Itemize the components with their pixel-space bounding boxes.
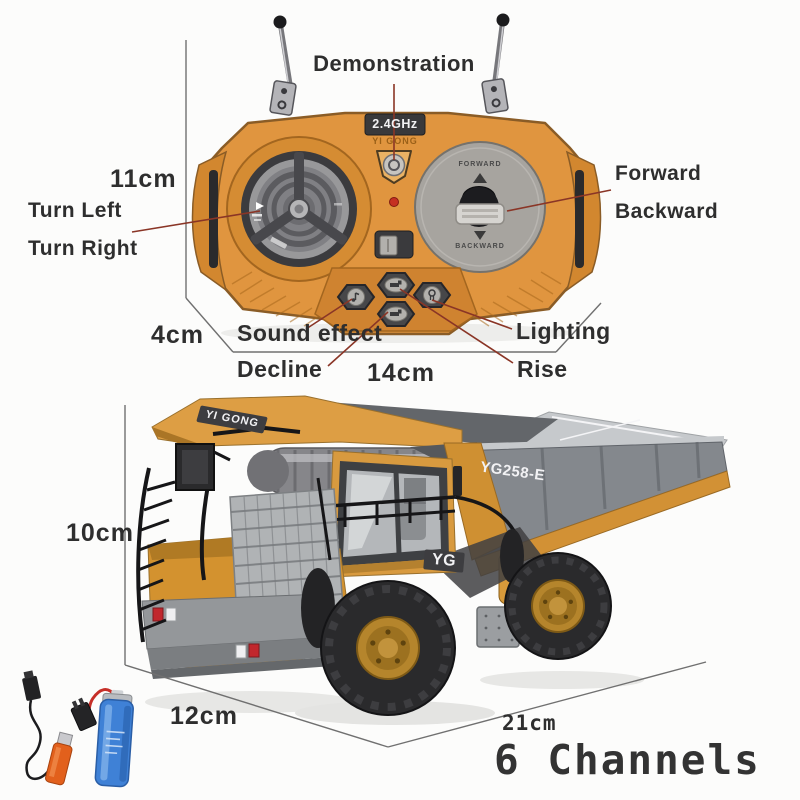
pad-backward-label: BACKWARD	[455, 243, 505, 250]
throttle-pad	[414, 141, 546, 273]
dimension-lines	[124, 40, 707, 748]
remote-frequency-label: 2.4GHz	[372, 117, 418, 131]
left-antenna-icon	[269, 15, 297, 116]
access-ladder	[136, 425, 332, 643]
cab	[327, 450, 462, 578]
decline-button	[376, 301, 416, 327]
callout-lighting: Lighting	[516, 318, 611, 344]
power-led	[389, 197, 399, 207]
dim-remote-height: 11cm	[110, 165, 177, 193]
demonstration-button	[376, 150, 412, 184]
channels-caption: 6 Channels	[494, 736, 761, 784]
callout-decline: Decline	[237, 356, 323, 382]
dim-truck-depth: 12cm	[170, 702, 238, 730]
callout-sound-effect: Sound effect	[237, 320, 383, 346]
pad-forward-label: FORWARD	[458, 161, 502, 168]
callout-lines	[131, 84, 612, 367]
rechargeable-battery	[70, 688, 134, 788]
dim-remote-width: 14cm	[367, 359, 435, 387]
lighting-button	[412, 282, 452, 308]
front-wheel	[320, 580, 456, 716]
rise-button	[376, 272, 416, 298]
dim-remote-depth: 4cm	[151, 321, 205, 349]
dump-truck	[136, 395, 731, 716]
cab-railing	[329, 495, 522, 545]
callout-demonstration: Demonstration	[313, 51, 475, 76]
callout-backward: Backward	[615, 200, 719, 223]
callout-turn-right: Turn Right	[28, 237, 138, 260]
side-grips	[191, 150, 602, 292]
power-switch	[374, 230, 414, 259]
remote-brand-label: YI GONG	[372, 136, 418, 146]
callout-forward: Forward	[615, 162, 702, 185]
dim-truck-length: 21cm	[502, 711, 557, 735]
side-mirror	[175, 443, 231, 491]
rear-wheel	[504, 552, 612, 660]
callout-rise: Rise	[517, 356, 568, 382]
right-antenna-icon	[481, 13, 510, 114]
remote-controller	[191, 13, 602, 336]
truck-cab-badge: YG	[423, 549, 465, 573]
frequency-badge	[364, 113, 426, 136]
front-bumper	[141, 593, 333, 679]
shadows	[145, 323, 644, 725]
usb-plug-icon	[45, 731, 74, 786]
dim-truck-height: 10cm	[66, 519, 134, 547]
texture-hatch	[231, 271, 562, 327]
callout-turn-left: Turn Left	[28, 199, 122, 222]
usb-charging-cable	[22, 670, 74, 786]
steering-dial	[226, 136, 372, 282]
